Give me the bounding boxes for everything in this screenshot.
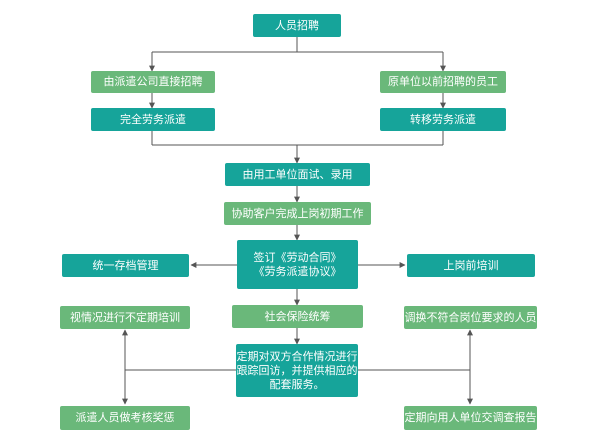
irregular-training-node: 视情况进行不定期培训	[60, 306, 190, 329]
contract-line-1: 签订《劳动合同》	[253, 250, 342, 264]
archive-node: 统一存档管理	[62, 254, 189, 277]
followup-line-2: 跟踪回访，并提供相应的	[236, 363, 358, 377]
interview-node: 由用工单位面试、录用	[225, 163, 370, 186]
transfer-dispatch-node: 转移劳务派遣	[380, 108, 506, 131]
contract-node: 签订《劳动合同》 《劳务派遣协议》	[237, 240, 358, 289]
followup-line-1: 定期对双方合作情况进行	[236, 349, 358, 363]
assessment-node: 派遣人员做考核奖惩	[60, 406, 190, 430]
direct-hire-node: 由派遣公司直接招聘	[91, 71, 215, 93]
pre-job-training-node: 上岗前培训	[407, 254, 535, 277]
replace-staff-node: 调换不符合岗位要求的人员	[404, 306, 537, 329]
followup-node: 定期对双方合作情况进行 跟踪回访，并提供相应的 配套服务。	[236, 344, 358, 397]
report-node: 定期向用人单位交调查报告	[404, 406, 537, 430]
onboarding-node: 协助客户完成上岗初期工作	[224, 202, 371, 225]
former-staff-node: 原单位以前招聘的员工	[380, 71, 506, 93]
contract-line-2: 《劳务派遣协议》	[253, 264, 342, 278]
full-dispatch-node: 完全劳务派遣	[91, 108, 215, 131]
social-insurance-node: 社会保险统筹	[232, 305, 363, 328]
recruitment-node: 人员招聘	[253, 14, 341, 37]
followup-line-3: 配套服务。	[269, 377, 325, 391]
